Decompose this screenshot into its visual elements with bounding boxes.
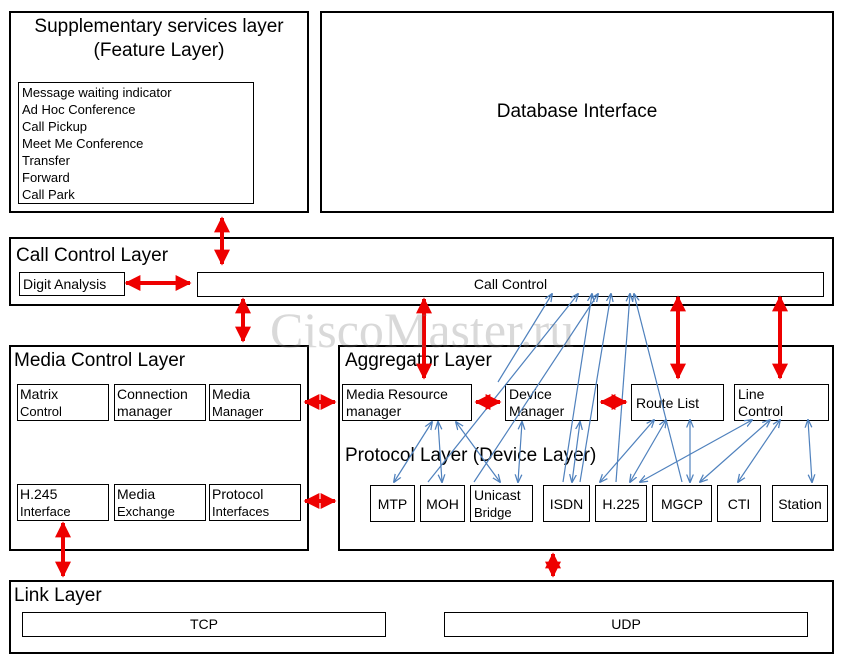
- media-exchange-box: Media Exchange: [114, 484, 206, 521]
- media-manager-label-1: Media: [212, 386, 251, 402]
- media-manager-label-2: Manager: [212, 404, 264, 419]
- device-manager-label-2: Manager: [509, 403, 565, 419]
- tcp-label: TCP: [190, 616, 218, 632]
- cti-box: CTI: [717, 485, 761, 522]
- connection-manager-label-1: Connection: [117, 386, 188, 402]
- media-control-layer: Media Control Layer Matrix Control Conne…: [9, 345, 309, 551]
- moh-box: MOH: [420, 485, 465, 522]
- mgcp-box: MGCP: [652, 485, 712, 522]
- isdn-label: ISDN: [549, 496, 584, 512]
- digit-analysis-label: Digit Analysis: [23, 276, 107, 292]
- station-box: Station: [772, 485, 828, 522]
- station-label: Station: [778, 496, 822, 512]
- h245-interface-label-2: Interface: [20, 504, 71, 519]
- call-control-layer-title: Call Control Layer: [16, 245, 169, 266]
- protocol-interfaces-box: Protocol Interfaces: [209, 484, 301, 521]
- unicast-bridge-label-2: Bridge: [474, 505, 512, 520]
- unicast-bridge-box: Unicast Bridge: [470, 485, 533, 522]
- call-control-layer: Call Control Layer Digit Analysis Call C…: [9, 237, 834, 306]
- h225-box: H.225: [595, 485, 647, 522]
- unicast-bridge-label-1: Unicast: [474, 487, 521, 503]
- feature-item: Message waiting indicator: [22, 85, 172, 100]
- protocol-interfaces-label-1: Protocol: [212, 486, 264, 502]
- cti-label: CTI: [727, 496, 751, 512]
- link-layer-title: Link Layer: [14, 585, 102, 606]
- udp-label: UDP: [611, 616, 641, 632]
- database-interface: Database Interface: [320, 11, 834, 213]
- route-list-label: Route List: [636, 395, 700, 411]
- line-control-label-2: Control: [738, 403, 784, 419]
- route-list-box: Route List: [631, 384, 724, 421]
- media-control-layer-title: Media Control Layer: [14, 350, 186, 371]
- digit-analysis-box: Digit Analysis: [19, 272, 125, 296]
- protocol-interfaces-label-2: Interfaces: [212, 504, 270, 519]
- line-control-box: Line Control: [734, 384, 829, 421]
- h245-interface-box: H.245 Interface: [17, 484, 109, 521]
- matrix-control-label-2: Control: [20, 404, 62, 419]
- matrix-control-box: Matrix Control: [17, 384, 109, 421]
- device-manager-box: Device Manager: [505, 384, 598, 421]
- media-resource-manager-label-1: Media Resource: [346, 386, 448, 402]
- supplementary-title-line2: (Feature Layer): [93, 40, 225, 61]
- watermark: CiscoMaster.ru: [270, 302, 575, 358]
- connection-manager-label-2: manager: [117, 403, 173, 419]
- connection-manager-box: Connection manager: [114, 384, 206, 421]
- media-manager-box: Media Manager: [209, 384, 301, 421]
- h245-interface-label-1: H.245: [20, 486, 58, 502]
- mtp-box: MTP: [370, 485, 415, 522]
- protocol-layer-title: Protocol Layer (Device Layer): [345, 445, 597, 466]
- link-layer: Link Layer TCP UDP: [9, 580, 834, 654]
- media-resource-manager-label-2: manager: [346, 403, 402, 419]
- feature-item: Call Pickup: [22, 119, 88, 134]
- feature-item: Call Park: [22, 187, 75, 202]
- tcp-box: TCP: [22, 612, 386, 637]
- supplementary-title-line1: Supplementary services layer: [34, 16, 284, 37]
- feature-item: Ad Hoc Conference: [22, 102, 136, 117]
- aggregator-layer: Aggregator Layer Media Resource manager …: [338, 345, 834, 551]
- feature-list: Message waiting indicator Ad Hoc Confere…: [18, 82, 254, 204]
- mgcp-label: MGCP: [661, 496, 703, 512]
- media-exchange-label-1: Media: [117, 486, 156, 502]
- media-exchange-label-2: Exchange: [117, 504, 175, 519]
- media-resource-manager-box: Media Resource manager: [342, 384, 472, 421]
- device-manager-label-1: Device: [509, 386, 552, 402]
- supplementary-services-layer: Supplementary services layer (Feature La…: [9, 11, 309, 213]
- udp-box: UDP: [444, 612, 808, 637]
- moh-label: MOH: [426, 496, 459, 512]
- call-control-label: Call Control: [473, 276, 548, 292]
- isdn-box: ISDN: [543, 485, 590, 522]
- feature-item: Transfer: [22, 153, 70, 168]
- matrix-control-label-1: Matrix: [20, 386, 59, 402]
- call-control-box: Call Control: [197, 272, 824, 297]
- database-title: Database Interface: [496, 101, 658, 122]
- line-control-label-1: Line: [738, 386, 765, 402]
- feature-item: Forward: [22, 170, 70, 185]
- mtp-label: MTP: [377, 496, 408, 512]
- feature-item: Meet Me Conference: [22, 136, 144, 151]
- h225-label: H.225: [602, 496, 640, 512]
